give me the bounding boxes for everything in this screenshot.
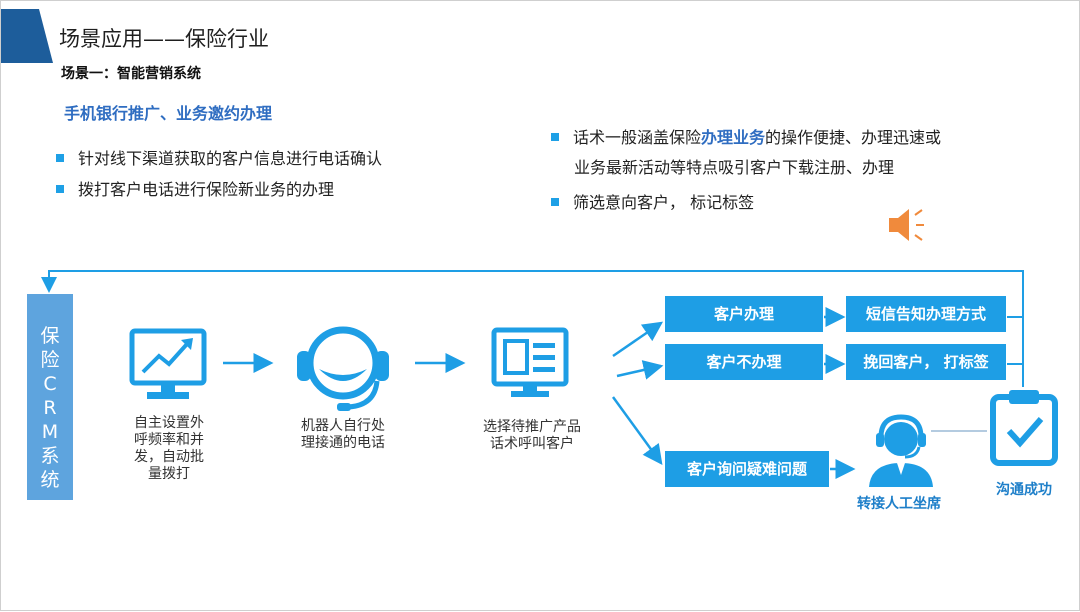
bullet-square-icon (551, 197, 559, 206)
customer-handle-box: 客户办理 (665, 296, 823, 332)
bullet-square-icon (56, 153, 64, 162)
bullet-square-icon (56, 184, 64, 193)
transfer-agent-label: 转接人工坐席 (857, 496, 941, 512)
customer-inquiry-box: 客户询问疑难问题 (665, 451, 829, 487)
step1-caption: 自主设置外 呼频率和并 发，自动批 量拨打 (134, 415, 204, 482)
speaker-icon[interactable] (885, 206, 927, 244)
step3-caption: 选择待推广产品 话术呼叫客户 (483, 419, 581, 452)
scene-label: 场景一：智能营销系统 (61, 66, 201, 82)
highlight-text: 办理业务 (701, 128, 766, 147)
agent-icon (869, 414, 933, 487)
right-bullet-1: 话术一般涵盖保险办理业务的操作便捷、办理迅速或 (551, 124, 941, 148)
right-bullet-2: 筛选意向客户， 标记标签 (551, 189, 754, 213)
subtitle: 手机银行推广、业务邀约办理 (64, 104, 273, 123)
corner-decoration (1, 9, 53, 63)
webpage-screen-icon (491, 327, 569, 397)
left-bullet-1: 针对线下渠道获取的客户信息进行电话确认 (56, 145, 382, 169)
page-title: 场景应用——保险行业 (59, 27, 269, 51)
left-bullet-2: 拨打客户电话进行保险新业务的办理 (56, 176, 334, 200)
bullet-square-icon (551, 132, 559, 141)
customer-not-handle-box: 客户不办理 (665, 344, 823, 380)
headset-robot-icon (297, 326, 389, 411)
sms-notify-box: 短信告知办理方式 (846, 296, 1006, 332)
right-bullet-1-line2: 业务最新活动等特点吸引客户下载注册、办理 (574, 158, 895, 177)
clipboard-check-icon (990, 390, 1058, 466)
crm-system-box: 保 险 C R M 系 统 (27, 294, 73, 500)
chart-monitor-icon (129, 328, 207, 399)
step2-caption: 机器人自行处 理接通的电话 (301, 418, 385, 451)
recover-customer-box: 挽回客户， 打标签 (846, 344, 1006, 380)
communication-success-label: 沟通成功 (996, 482, 1052, 498)
crm-system-label: 保 险 C R M 系 统 (40, 325, 60, 491)
